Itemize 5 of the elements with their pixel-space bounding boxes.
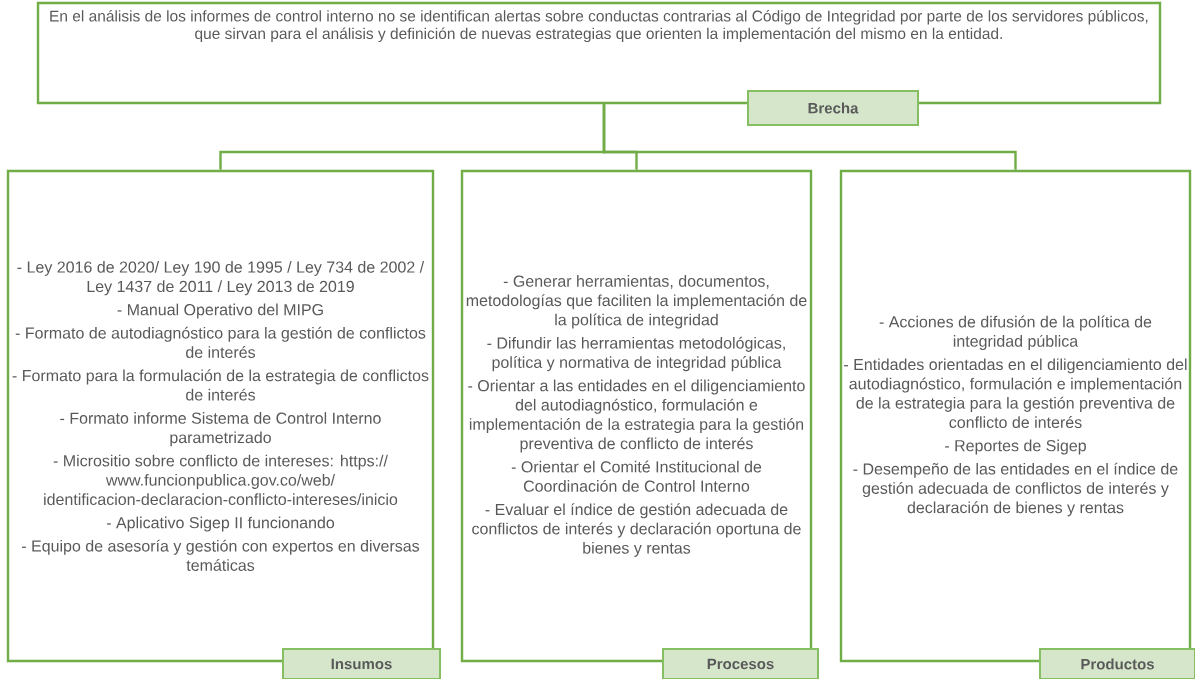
connector-line bbox=[602, 104, 1017, 170]
label-tab: Brecha bbox=[747, 90, 919, 126]
label-tab: Procesos bbox=[662, 648, 819, 679]
label-tab: Productos bbox=[1039, 648, 1195, 679]
label-tab: Insumos bbox=[282, 648, 441, 679]
